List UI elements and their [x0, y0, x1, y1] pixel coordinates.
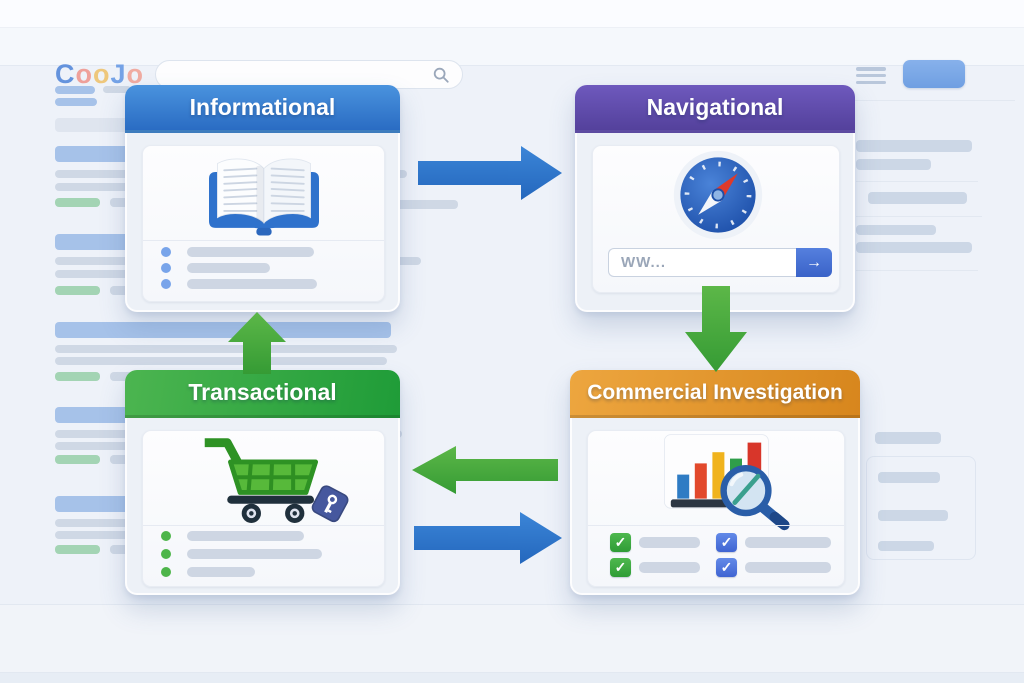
menu-icon[interactable] [856, 67, 886, 84]
magnifier [720, 465, 790, 531]
bottom-band [0, 605, 1024, 672]
cart-wheel [241, 503, 305, 523]
bottom-strip [0, 673, 1024, 683]
list-item [161, 567, 255, 577]
bar-chart-magnifier-icon [664, 434, 790, 531]
card-transactional-panel [142, 430, 385, 587]
text-line [745, 562, 831, 573]
logo-letter: o [126, 59, 145, 89]
search-input[interactable] [155, 60, 463, 89]
list-item [161, 279, 317, 289]
go-button[interactable]: → [796, 248, 832, 277]
card-navigational-title: Navigational [646, 94, 784, 120]
bullet-icon [161, 263, 171, 273]
card-transactional: Transactional [125, 370, 400, 595]
logo-letter: J [110, 59, 127, 89]
browser-header: CooJo [0, 28, 1024, 89]
checklist-item: ✓ [716, 558, 831, 577]
browser-top-strip [0, 0, 1024, 28]
card-informational-panel [142, 145, 385, 302]
bullet-icon [161, 567, 171, 577]
card-navigational-panel: WW... → [592, 145, 840, 293]
price-tag-icon [311, 485, 349, 523]
card-commercial-panel: ✓ ✓ ✓ ✓ [587, 430, 845, 587]
card-informational-title: Informational [189, 94, 336, 120]
bullet-icon [161, 531, 171, 541]
checklist-item: ✓ [610, 558, 700, 577]
card-commercial-header: Commercial Investigation [570, 370, 860, 418]
card-navigational-header: Navigational [575, 85, 855, 133]
checkbox-icon[interactable]: ✓ [610, 558, 631, 577]
bullet-icon [161, 279, 171, 289]
list-item [161, 263, 270, 273]
open-book-icon [209, 158, 319, 236]
list-item [161, 531, 304, 541]
panel-divider [143, 525, 384, 526]
logo: CooJo [55, 59, 144, 90]
text-line [187, 567, 255, 577]
logo-letter: C [55, 59, 76, 89]
compass-icon [673, 150, 763, 240]
signin-button[interactable] [903, 60, 965, 88]
checkbox-icon[interactable]: ✓ [716, 558, 737, 577]
card-informational: Informational [125, 85, 400, 312]
list-item [161, 247, 314, 257]
bullet-icon [161, 247, 171, 257]
panel-divider [588, 525, 844, 526]
checklist-item: ✓ [610, 533, 700, 552]
checkbox-icon[interactable]: ✓ [610, 533, 631, 552]
shopping-cart-icon [204, 438, 349, 523]
text-line [745, 537, 831, 548]
text-line [187, 247, 314, 257]
card-commercial-investigation: Commercial Investigation ✓ [570, 370, 860, 595]
card-transactional-header: Transactional [125, 370, 400, 418]
url-bar: WW... → [608, 248, 832, 277]
bullet-icon [161, 549, 171, 559]
text-line [639, 562, 700, 573]
card-informational-header: Informational [125, 85, 400, 133]
card-navigational: Navigational WW... → [575, 85, 855, 312]
logo-letter: o [93, 59, 111, 89]
card-commercial-title: Commercial Investigation [587, 380, 843, 404]
text-line [187, 279, 317, 289]
text-line [639, 537, 700, 548]
search-icon [433, 67, 449, 83]
checkbox-icon[interactable]: ✓ [716, 533, 737, 552]
url-input[interactable]: WW... [608, 248, 796, 277]
text-line [187, 531, 304, 541]
checklist-item: ✓ [716, 533, 831, 552]
text-line [187, 549, 322, 559]
panel-divider [143, 240, 384, 241]
logo-letter: o [75, 59, 93, 89]
list-item [161, 549, 322, 559]
text-line [187, 263, 270, 273]
card-transactional-title: Transactional [188, 379, 337, 405]
